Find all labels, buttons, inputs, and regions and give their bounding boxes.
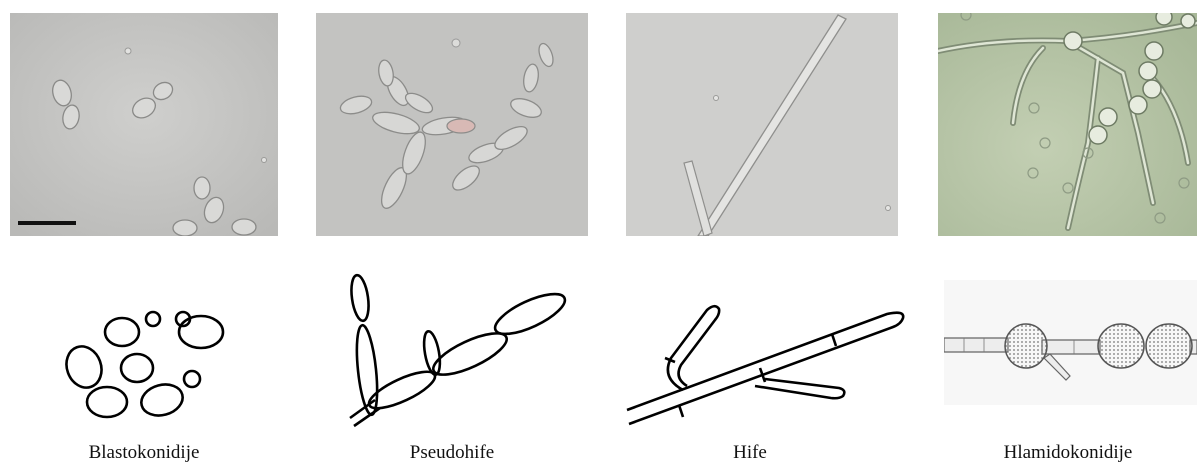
micrograph-blastoconidia — [10, 13, 278, 236]
micrograph-hyphae — [626, 13, 898, 236]
micrograph-chlamydospores — [938, 13, 1197, 236]
caption-hlamidokonidije: Hlamidokonidije — [968, 440, 1168, 466]
drawing-pseudohyphae — [340, 268, 575, 428]
caption-pseudohife: Pseudohife — [352, 440, 552, 466]
caption-hife: Hife — [650, 440, 850, 466]
drawing-hyphae — [625, 300, 910, 430]
drawing-chlamydospores — [944, 280, 1197, 405]
scale-bar — [18, 221, 76, 225]
micrograph-pseudohyphae — [316, 13, 588, 236]
caption-blastokonidije: Blastokonidije — [44, 440, 244, 466]
drawing-blastoconidia — [55, 295, 235, 435]
